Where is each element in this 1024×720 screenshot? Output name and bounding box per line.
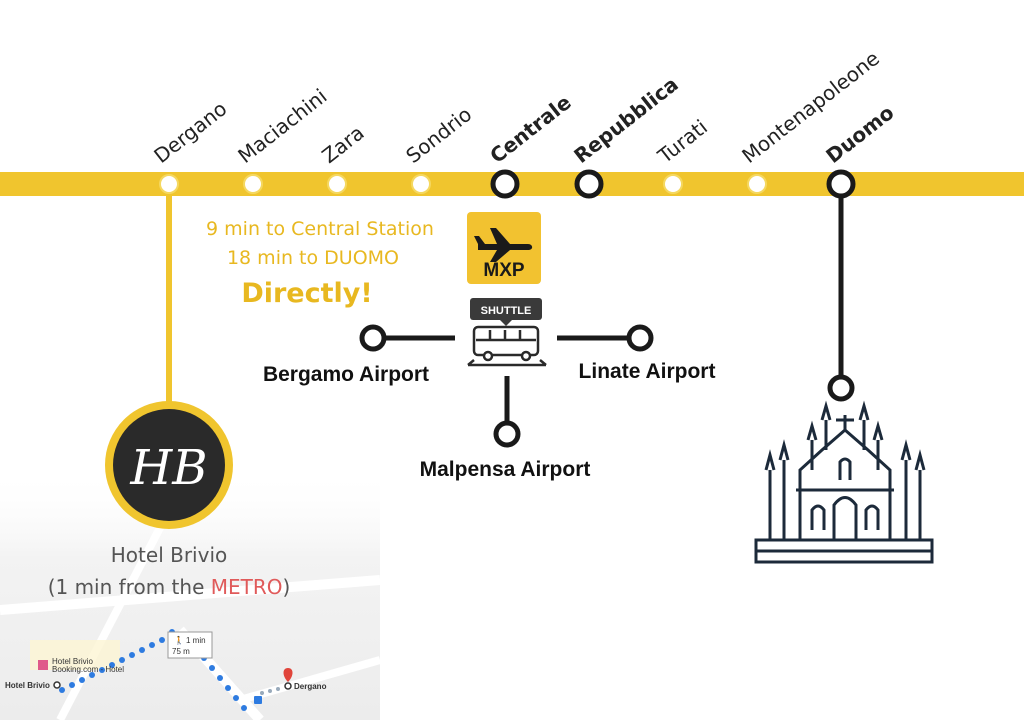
dergano-marker-label: Dergano	[294, 682, 327, 691]
hotel-poi-sub: Booking.com - Hotel	[52, 665, 124, 674]
bergamo-node[interactable]	[359, 324, 387, 352]
travel-note-line1: 9 min to Central Station	[206, 218, 434, 240]
hotel-note-highlight: METRO	[211, 575, 283, 599]
malpensa-node[interactable]	[493, 420, 521, 448]
station-marker[interactable]	[826, 169, 856, 199]
hotel-logo[interactable]: HB	[105, 401, 233, 529]
hotel-note-prefix: (1 min from the	[48, 575, 211, 599]
station-label: Dergano	[149, 96, 231, 168]
station-marker[interactable]	[159, 174, 179, 194]
station-marker[interactable]	[411, 174, 431, 194]
station-marker[interactable]	[747, 174, 767, 194]
linate-node[interactable]	[626, 324, 654, 352]
transit-icon	[254, 696, 262, 704]
walk-icon: 🚶	[174, 635, 184, 645]
shuttle-label: SHUTTLE	[481, 305, 532, 317]
station-marker[interactable]	[327, 174, 347, 194]
station-marker[interactable]	[490, 169, 520, 199]
hotel-poi-label: Hotel Brivio	[52, 657, 93, 666]
hotel-poi-icon	[38, 660, 48, 670]
station-label: Sondrio	[401, 102, 476, 168]
linate-airport-label[interactable]: Linate Airport	[579, 360, 716, 383]
hotel-note-suffix: )	[282, 575, 290, 599]
walk-time-label: 1 min	[186, 636, 206, 645]
hotel-marker[interactable]: Hotel Brivio	[5, 681, 61, 690]
shuttle-hub: SHUTTLE Bergamo Airport Linate Airport M…	[263, 298, 715, 481]
hotel-logo-monogram: HB	[129, 440, 207, 496]
dergano-marker[interactable]: Dergano	[283, 668, 327, 691]
travel-note: 9 min to Central Station 18 min to DUOMO…	[206, 218, 434, 309]
hotel-name: Hotel Brivio	[111, 543, 227, 567]
map-pin-icon	[283, 668, 293, 682]
hotel-marker-label: Hotel Brivio	[5, 681, 50, 690]
travel-note-line2: 18 min to DUOMO	[227, 247, 399, 269]
hotel-poi[interactable]: Hotel Brivio Booking.com - Hotel	[38, 657, 124, 674]
walk-distance-label: 75 m	[172, 647, 190, 656]
station-marker[interactable]	[574, 169, 604, 199]
station-label: Centrale	[485, 90, 575, 168]
walking-route	[59, 629, 280, 711]
malpensa-airport-label[interactable]: Malpensa Airport	[420, 458, 591, 481]
mxp-badge-label: MXP	[483, 260, 525, 281]
bergamo-airport-label[interactable]: Bergamo Airport	[263, 363, 429, 386]
duomo-cathedral-node[interactable]	[827, 374, 855, 402]
mxp-badge[interactable]: MXP	[467, 212, 541, 284]
hotel-distance-note: (1 min from the METRO)	[48, 575, 291, 599]
station-marker[interactable]	[663, 174, 683, 194]
station-label: Turati	[653, 115, 712, 169]
station-label: Montenapoleone	[737, 46, 884, 168]
walk-time-bubble: 🚶 1 min 75 m	[167, 631, 213, 659]
travel-note-line3: Directly!	[241, 278, 372, 309]
station-label: Maciachini	[233, 84, 331, 168]
cathedral-icon	[754, 400, 934, 564]
airplane-icon	[474, 228, 533, 262]
station-label: Duomo	[821, 100, 898, 168]
bus-icon	[467, 325, 547, 367]
station-marker[interactable]	[243, 174, 263, 194]
hotel-branch-line	[166, 184, 172, 412]
station-label: Zara	[317, 120, 368, 168]
